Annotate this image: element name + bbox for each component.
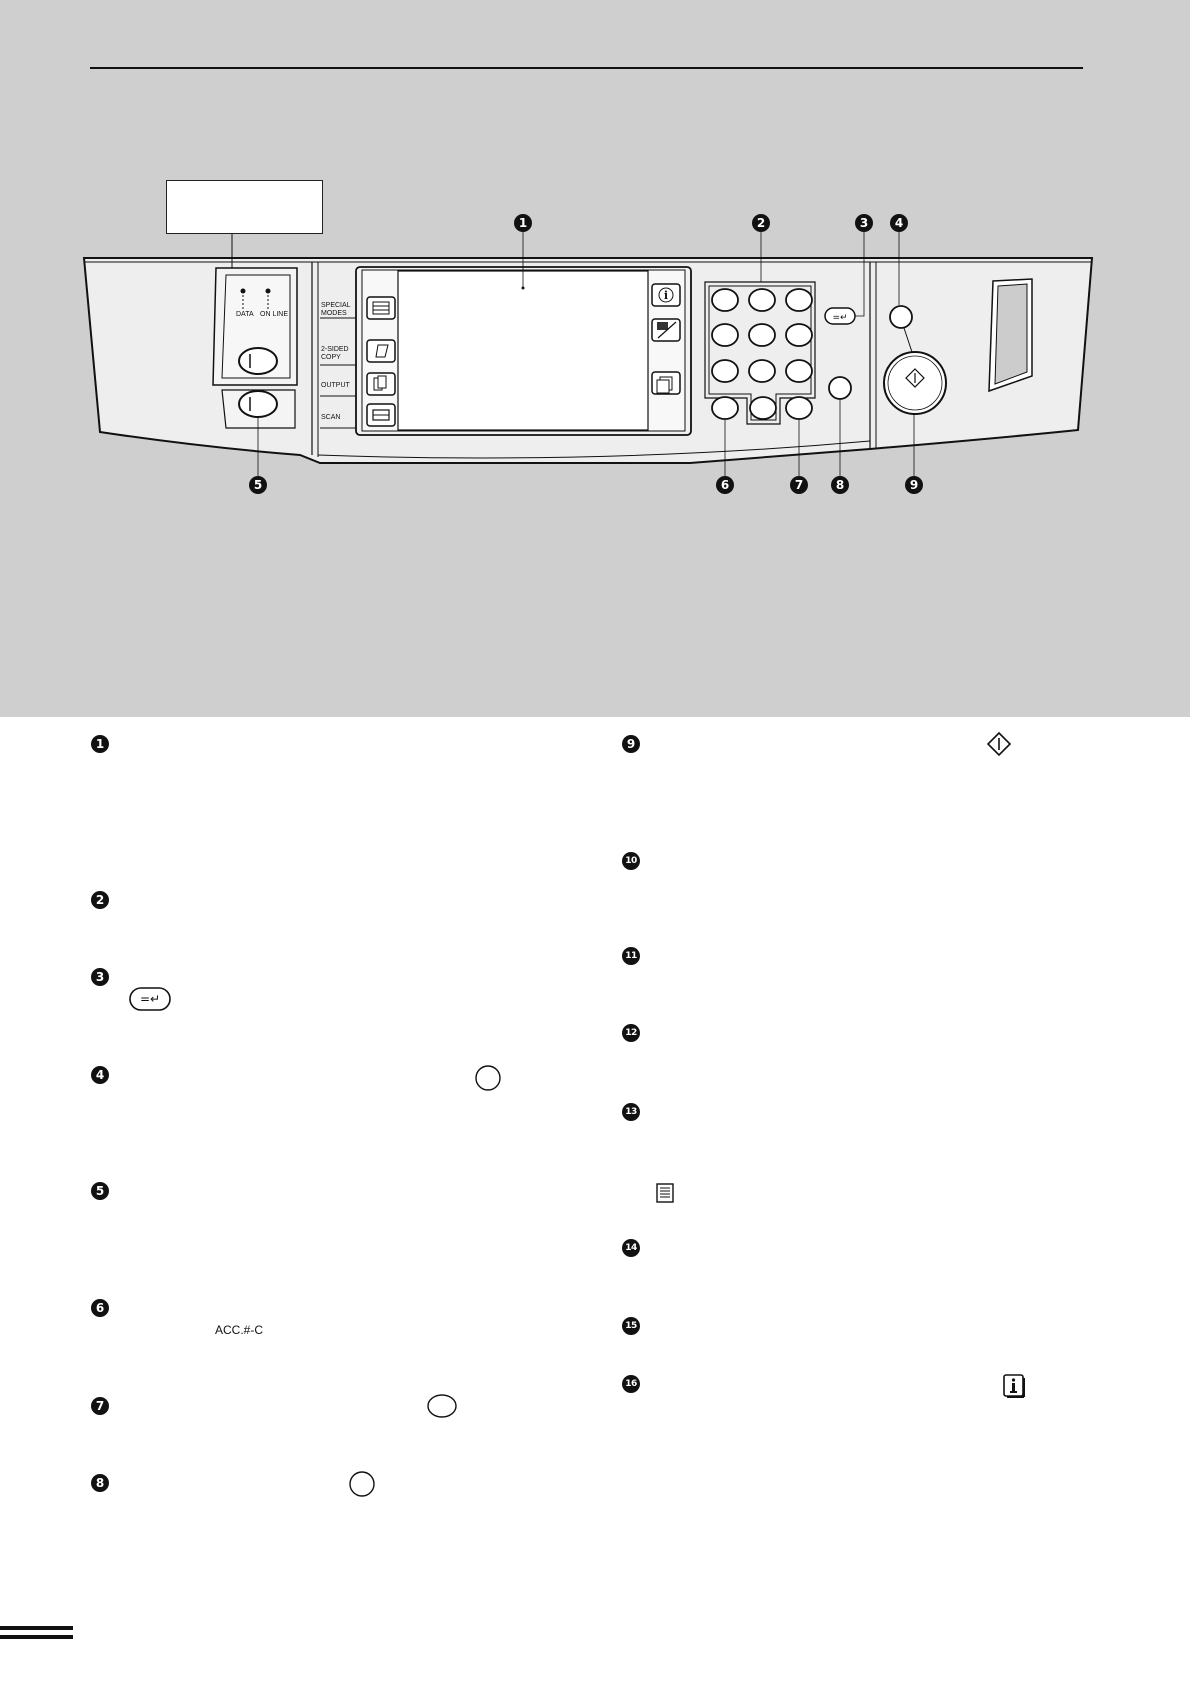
list-marker-8: 8 bbox=[91, 1474, 109, 1492]
list-marker-15: 15 bbox=[622, 1317, 640, 1335]
header-rule bbox=[90, 67, 1083, 69]
special-modes-label: SPECIAL MODES bbox=[321, 302, 351, 317]
callout-6: 6 bbox=[716, 476, 734, 494]
clear-enter-key-icon: =↵ bbox=[129, 987, 171, 1011]
info-icon bbox=[1003, 1374, 1025, 1398]
two-sided-copy-label: 2-SIDED COPY bbox=[321, 346, 349, 361]
svg-text:i: i bbox=[664, 289, 668, 302]
operation-panel-drawing: i =↵ bbox=[82, 232, 1094, 476]
footer-bar-bottom bbox=[0, 1635, 73, 1639]
list-marker-5: 5 bbox=[91, 1182, 109, 1200]
acc-clear-key-label: ACC.#-C bbox=[215, 1323, 264, 1337]
list-marker-14: 14 bbox=[622, 1239, 640, 1257]
svg-text:=↵: =↵ bbox=[140, 992, 160, 1006]
list-marker-2: 2 bbox=[91, 891, 109, 909]
document-list-icon bbox=[656, 1183, 674, 1203]
list-marker-7: 7 bbox=[91, 1397, 109, 1415]
callout-2: 2 bbox=[752, 214, 770, 232]
list-marker-3: 3 bbox=[91, 968, 109, 986]
blank-callout-box bbox=[166, 180, 323, 234]
round-key-icon bbox=[349, 1471, 375, 1497]
oval-key-icon bbox=[427, 1394, 457, 1418]
online-lamp-label: ON LINE bbox=[260, 311, 289, 318]
output-label: OUTPUT bbox=[321, 382, 350, 389]
list-marker-11: 11 bbox=[622, 947, 640, 965]
svg-text:=↵: =↵ bbox=[832, 313, 847, 323]
list-marker-9: 9 bbox=[622, 735, 640, 753]
list-marker-6: 6 bbox=[91, 1299, 109, 1317]
list-marker-1: 1 bbox=[91, 735, 109, 753]
list-marker-16: 16 bbox=[622, 1375, 640, 1393]
callout-3: 3 bbox=[855, 214, 873, 232]
list-marker-12: 12 bbox=[622, 1024, 640, 1042]
callout-8: 8 bbox=[831, 476, 849, 494]
list-marker-4: 4 bbox=[91, 1066, 109, 1084]
list-marker-13: 13 bbox=[622, 1103, 640, 1121]
callout-1: 1 bbox=[514, 214, 532, 232]
callout-5: 5 bbox=[249, 476, 267, 494]
footer-bar-top bbox=[0, 1626, 73, 1630]
callout-4: 4 bbox=[890, 214, 908, 232]
scan-label: SCAN bbox=[321, 414, 341, 421]
callout-7: 7 bbox=[790, 476, 808, 494]
list-marker-10: 10 bbox=[622, 852, 640, 870]
round-key-icon bbox=[475, 1065, 501, 1091]
data-lamp-label: DATA bbox=[236, 311, 254, 318]
start-diamond-icon bbox=[986, 731, 1012, 757]
callout-9: 9 bbox=[905, 476, 923, 494]
